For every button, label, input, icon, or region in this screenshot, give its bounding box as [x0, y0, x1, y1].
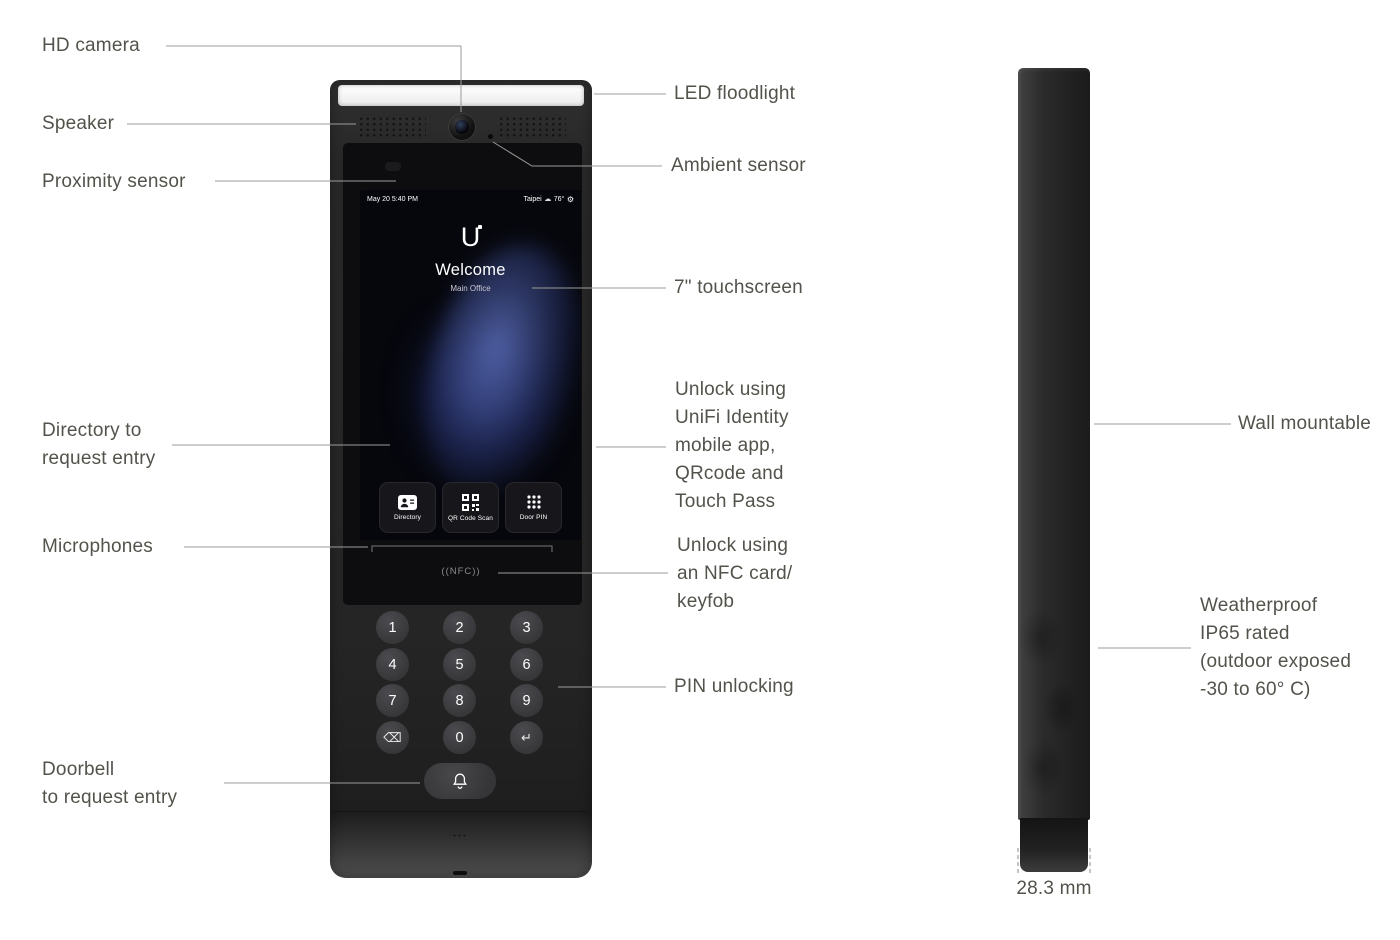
tile-label: Directory [394, 513, 421, 521]
status-temperature: 76° [553, 195, 565, 203]
touchscreen-display: May 20 5:40 PM Taipei 76° U Welcome Main… [360, 190, 581, 540]
base-seam [333, 811, 589, 812]
status-city: Taipei [523, 195, 542, 203]
side-profile-slab [1018, 68, 1090, 820]
keypad-key-3: 3 [510, 611, 543, 644]
proximity-sensor-window [385, 162, 401, 171]
welcome-text: Welcome [435, 261, 506, 279]
keypad-key-4: 4 [376, 648, 409, 681]
keypad-key-6: 6 [510, 648, 543, 681]
qr-code-scan-tile: QR Code Scan [442, 482, 499, 533]
callout-pin-unlocking: PIN unlocking [674, 676, 794, 697]
hd-camera-lens [448, 113, 476, 141]
tile-label: Door PIN [519, 514, 548, 521]
cloud-icon [544, 195, 551, 203]
side-wall-mount-bracket [1020, 818, 1088, 872]
pin-grid-icon [526, 495, 541, 509]
keypad-key-1: 1 [376, 611, 409, 644]
keypad-key-7: 7 [376, 684, 409, 717]
intercom-front-view: May 20 5:40 PM Taipei 76° U Welcome Main… [330, 80, 592, 880]
status-datetime: May 20 5:40 PM [367, 195, 418, 203]
callout-led-floodlight: LED floodlight [674, 83, 796, 104]
callout-ambient-sensor: Ambient sensor [671, 155, 806, 176]
base-cable-slot [453, 871, 467, 875]
keypad-key-5: 5 [443, 648, 476, 681]
doorbell-button [424, 763, 496, 799]
keypad-key-8: 8 [443, 684, 476, 717]
callout-wall-mountable: Wall mountable [1238, 413, 1372, 434]
callout-speaker: Speaker [42, 113, 115, 134]
door-pin-tile: Door PIN [505, 482, 562, 533]
led-floodlight-strip [338, 85, 584, 106]
screen-tile-row: Directory QR Code Scan Door PIN [360, 482, 581, 533]
logo-letter: U [460, 222, 481, 252]
bell-icon [453, 773, 467, 789]
intercom-side-view [1016, 68, 1092, 880]
directory-contact-icon [398, 494, 417, 510]
speaker-grille-right [498, 116, 566, 138]
keypad-key-0: 0 [443, 721, 476, 754]
base-detail-dots [452, 833, 468, 839]
gear-icon [567, 195, 574, 204]
side-profile-texture [1018, 598, 1090, 798]
keypad-key-enter: ↵ [510, 721, 543, 754]
callout-unlock-nfc: Unlock using an NFC card/ keyfob [677, 535, 793, 612]
callout-unlock-identity: Unlock using UniFi Identity mobile app, … [675, 379, 789, 512]
callout-weatherproof: Weatherproof IP65 rated (outdoor exposed… [1200, 595, 1352, 700]
unifi-logo: U [360, 222, 581, 253]
camera-lens-glass [455, 120, 469, 134]
callout-touchscreen: 7" touchscreen [674, 277, 803, 298]
logo-dot [478, 225, 483, 229]
tile-label: QR Code Scan [448, 514, 493, 522]
keypad-key-2: 2 [443, 611, 476, 644]
callout-proximity-sensor: Proximity sensor [42, 171, 186, 192]
status-right-group: Taipei 76° [523, 195, 574, 204]
callout-microphones: Microphones [42, 536, 153, 557]
screen-status-bar: May 20 5:40 PM Taipei 76° [360, 193, 581, 205]
keypad-key-9: 9 [510, 684, 543, 717]
nfc-reader-label: ((NFC)) [441, 566, 481, 577]
dimension-label: 28.3 mm [1016, 878, 1092, 899]
speaker-grille-left [358, 116, 426, 138]
callout-doorbell: Doorbell to request entry [42, 759, 178, 808]
qr-code-icon [462, 493, 479, 511]
keypad-key-backspace: ⌫ [376, 721, 409, 754]
ambient-sensor-dot [488, 134, 493, 139]
directory-tile: Directory [379, 482, 436, 533]
callout-directory: Directory to request entry [42, 420, 156, 469]
callout-hd-camera: HD camera [42, 35, 140, 56]
location-text: Main Office [450, 284, 491, 293]
